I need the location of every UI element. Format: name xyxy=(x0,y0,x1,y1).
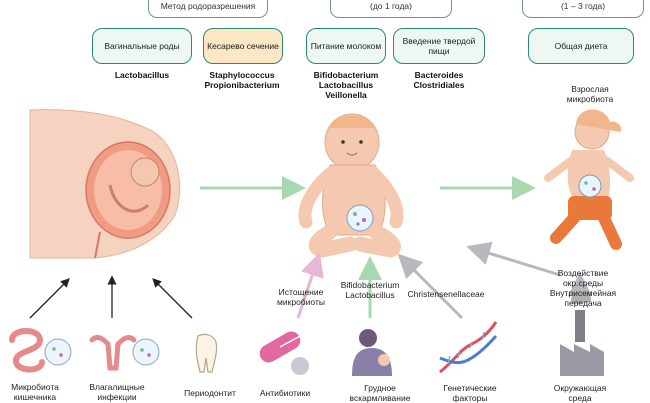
bacteria-solid-food: Bacteroides Clostridiales xyxy=(413,70,465,90)
arrow-environment-to-infant xyxy=(466,241,561,277)
milk-feeding-label: Питание молоком xyxy=(310,41,382,51)
arrow-genetics-to-infant xyxy=(397,253,464,320)
cesarean-label: Кесарево сечение xyxy=(207,41,279,51)
pregnant-mother-figure xyxy=(29,109,181,259)
solid-food-pill: Введение твердой пищи xyxy=(393,28,485,64)
intestinal-microbiota-label: Микробиота кишечника xyxy=(11,382,59,402)
general-diet-pill: Общая диета xyxy=(528,28,634,64)
general-diet-label: Общая диета xyxy=(554,41,608,51)
bacteria-vaginal: Lactobacillus xyxy=(114,70,170,80)
depletion-label: Истощение микробиоты xyxy=(277,287,325,307)
pill-capsule-icon xyxy=(259,331,309,375)
vaginal-birth-pill: Вагинальные роды xyxy=(92,28,192,64)
vaginal-infections-label: Влагалищные инфекции xyxy=(89,382,145,402)
environment-bottom-label: Окружающая среда xyxy=(553,383,607,403)
bacteria-milk: Bifidobacterium Lactobacillus Veillonell… xyxy=(313,70,379,100)
toddler-box: (1 – 3 года) xyxy=(522,0,644,18)
arrow-intestine-to-mother xyxy=(29,278,70,319)
baby-figure xyxy=(298,113,404,258)
dna-icon xyxy=(439,321,498,374)
breastfeeding-mother-icon xyxy=(352,329,392,376)
antibiotics-label: Антибиотики xyxy=(259,388,311,398)
infancy-box: (до 1 года) xyxy=(330,0,452,18)
solid-food-label: Введение твердой пищи xyxy=(402,36,476,56)
periodontitis-label: Периодонтит xyxy=(184,388,236,398)
toddler-figure xyxy=(544,109,634,250)
tooth-icon xyxy=(195,333,218,373)
cesarean-pill: Кесарево сечение xyxy=(203,28,283,64)
infancy-label: (до 1 года) xyxy=(370,1,412,11)
bacteria-cesarean: Staphylococcus Propionibacterium xyxy=(204,70,280,90)
bifido-lacto-label: Bifidobacterium Lactobacillus xyxy=(340,280,400,300)
christensenellaceae-label: Christensenellaceae xyxy=(407,289,485,299)
genetic-factors-label: Генетические факторы xyxy=(443,383,497,403)
arrow-tooth-to-mother xyxy=(152,278,193,319)
toddler-label: (1 – 3 года) xyxy=(560,1,606,11)
delivery-method-label: Метод родоразрешения xyxy=(160,1,256,11)
environment-label: Воздействие окр.среды Внутрисемейная пер… xyxy=(549,268,617,308)
factory-icon xyxy=(560,292,604,376)
breastfeeding-label: Грудное вскармливание xyxy=(349,383,411,403)
arrow-antibiotics-to-infant xyxy=(296,252,324,319)
adult-microbiota-label: Взрослая микробиота xyxy=(566,84,614,104)
milk-feeding-pill: Питание молоком xyxy=(306,28,386,64)
delivery-method-box: Метод родоразрешения xyxy=(148,0,268,18)
vaginal-birth-label: Вагинальные роды xyxy=(104,41,180,51)
uterus-icon xyxy=(89,335,160,371)
intestine-icon xyxy=(9,328,72,373)
